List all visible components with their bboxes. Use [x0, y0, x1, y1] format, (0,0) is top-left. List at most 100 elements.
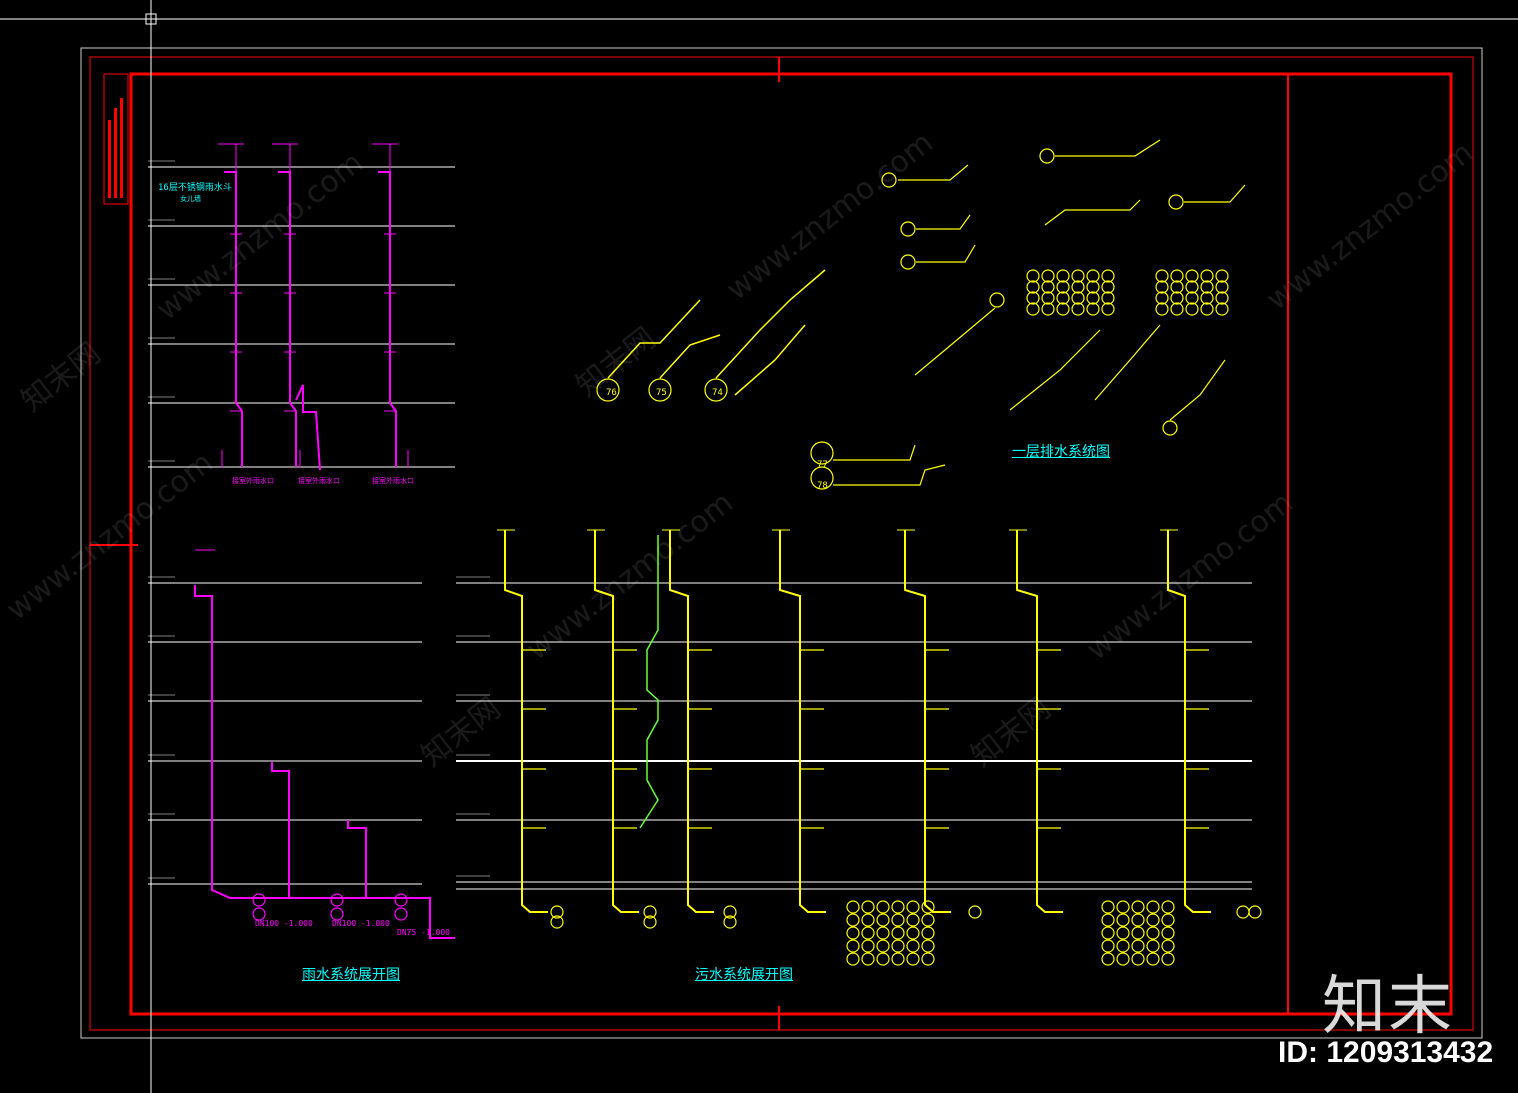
sewage-riser: [669, 530, 714, 913]
p-tag-circle: [1101, 280, 1115, 294]
p-tag-circle: [1162, 420, 1178, 436]
sewage-tag-circle: [723, 915, 737, 929]
rainwater-expanded-title: 雨水系统展开图: [302, 967, 400, 983]
p-tag-circle: [1101, 302, 1115, 316]
p-tag-circle: [1056, 291, 1070, 305]
sewage-riser: [1016, 530, 1063, 913]
sewage-tag-circle: [1146, 952, 1160, 966]
sewage-tag-circle: [861, 952, 875, 966]
p-tag-circle: [1041, 291, 1055, 305]
p-tag-circle: [810, 441, 834, 465]
sewage-tag-circle: [846, 913, 860, 927]
sewage-tag-circle: [861, 900, 875, 914]
p-tag-circle: [900, 254, 916, 270]
iso-pipe: [833, 444, 916, 461]
p-tag-circle: [1056, 280, 1070, 294]
sewage-tag-circle: [921, 926, 935, 940]
rain-tag-circle: [394, 893, 408, 907]
sewage-tag-circle: [1131, 900, 1145, 914]
p-tag-circle: [1170, 269, 1184, 283]
sewage-tag-circle: [906, 900, 920, 914]
sewage-tag-circle: [846, 900, 860, 914]
p-tag-circle: [989, 292, 1005, 308]
iso-pipe: [833, 464, 946, 486]
iso-pipe: [898, 164, 969, 181]
sewage-tag-circle: [876, 913, 890, 927]
sewage-tag-circle: [906, 952, 920, 966]
p-tag-circle: [1215, 280, 1229, 294]
p-tag-circle: [1185, 291, 1199, 305]
iso-pipe: [1094, 324, 1161, 401]
p-tag-circle: [1215, 269, 1229, 283]
sewage-tag-circle: [891, 913, 905, 927]
p-tag-circle: [1071, 302, 1085, 316]
sewage-tag-circle: [1161, 900, 1175, 914]
sewage-expanded-title: 污水系统展开图: [695, 967, 793, 983]
roof-note-line2: 女儿墙: [180, 195, 201, 203]
sewage-tag-circle: [846, 952, 860, 966]
p-tag-circle: [1041, 269, 1055, 283]
p-tag-circle: [1215, 291, 1229, 305]
p-tag-circle: [1200, 302, 1214, 316]
p-tag-circle: [1086, 280, 1100, 294]
sewage-tag-circle: [643, 905, 657, 919]
rainwater-expanded-diagram: [148, 549, 455, 939]
roof-rain-riser-diagram: [148, 143, 455, 471]
first-floor-isometric-diagram: [596, 139, 1246, 490]
iso-pipe: [914, 307, 996, 376]
rain-tag-circle: [330, 893, 344, 907]
rain-pipe-1: [194, 585, 455, 939]
sewage-tag-circle: [876, 939, 890, 953]
p-tag-circle: [1185, 280, 1199, 294]
sewage-tag-circle: [1116, 900, 1130, 914]
p-tag-circle: [1170, 291, 1184, 305]
sewage-tag-circle: [876, 900, 890, 914]
p-tag-circle: [1101, 269, 1115, 283]
sewage-tag-circle: [1101, 939, 1115, 953]
sewage-tag-circle: [861, 926, 875, 940]
p-tag-circle: [1170, 280, 1184, 294]
brand-logo: 知末: [1322, 970, 1454, 1044]
rain-tag-circle: [330, 907, 344, 921]
iso-pipe: [1044, 199, 1141, 226]
p-tag-circle: [596, 378, 620, 402]
p-tag-circle: [900, 221, 916, 237]
sewage-tag-circle: [643, 915, 657, 929]
p-tag-circle: [1071, 280, 1085, 294]
rain-pipe-label-3: DN75 -1.000: [397, 928, 450, 937]
sewage-tag-circle: [891, 939, 905, 953]
sewage-tag-circle: [1248, 905, 1262, 919]
sewage-riser: [779, 530, 826, 913]
p-circle-74: 74: [712, 388, 723, 398]
sewage-tag-circle: [846, 926, 860, 940]
sewage-riser: [504, 530, 548, 913]
p-tag-circle: [1086, 269, 1100, 283]
sheet-border: [80, 47, 1483, 1039]
sewage-tag-circle: [921, 900, 935, 914]
sewage-tag-circle: [1101, 926, 1115, 940]
sewage-tag-circle: [921, 913, 935, 927]
first-floor-drainage-title: 一层排水系统图: [1012, 444, 1110, 460]
sewage-tag-circle: [1131, 913, 1145, 927]
iso-pipe: [916, 244, 976, 263]
p-tag-circle: [1168, 194, 1184, 210]
sewage-riser: [1167, 530, 1211, 913]
rain-riser: [278, 171, 297, 467]
iso-pipe: [1169, 359, 1226, 421]
side-block-bar-1: [108, 120, 111, 198]
sewage-tag-circle: [906, 939, 920, 953]
sewage-tag-circle: [1116, 913, 1130, 927]
outlet-label-3: 接室外雨水口: [372, 477, 414, 485]
iso-pipe: [1184, 184, 1246, 203]
sewage-tag-circle: [876, 926, 890, 940]
p-circle-77: 77: [817, 460, 828, 470]
p-tag-circle: [1200, 269, 1214, 283]
p-circle-76: 76: [606, 388, 617, 398]
sewage-tag-circle: [1101, 952, 1115, 966]
sewage-tag-circle: [876, 952, 890, 966]
sewage-tag-circle: [906, 926, 920, 940]
sewage-tag-circle: [1146, 900, 1160, 914]
sewage-tag-circle: [1116, 952, 1130, 966]
vent-pipe: [639, 535, 659, 829]
